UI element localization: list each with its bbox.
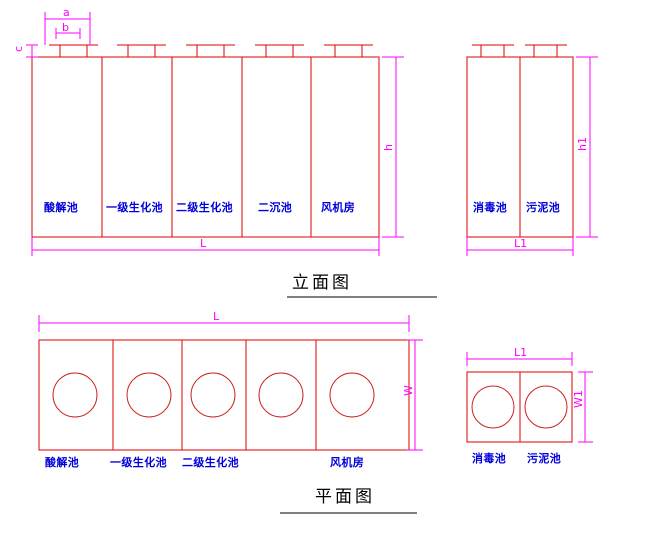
dimension-L1-plan	[466, 352, 573, 366]
elevation-main-outline	[31, 56, 380, 238]
dimension-b-label: b	[62, 21, 69, 34]
dimension-L1-elevation-label: L1	[514, 237, 527, 250]
elevation-secondary-zone-label-0: 消毒池	[473, 200, 507, 214]
elevation-hatch-2	[117, 44, 166, 57]
elevation-zone-label-0: 酸解池	[44, 200, 78, 214]
dimension-W1-plan-label: W1	[572, 390, 585, 408]
dimension-L-plan	[38, 315, 410, 332]
elevation-zone-label-4: 风机房	[321, 200, 355, 214]
dimension-c-label: c	[12, 46, 25, 52]
elevation-hatch-4	[255, 44, 304, 57]
dimension-L-elevation-label: L	[200, 237, 207, 250]
dimension-h-label: h	[382, 144, 395, 151]
dimension-a	[44, 12, 91, 45]
plan-secondary-unit: L1 W1 消毒池 污泥池	[466, 346, 593, 465]
plan-secondary-zone-label-0: 消毒池	[472, 451, 506, 465]
elevation-secondary-unit: h1 L1 消毒池 污泥池	[466, 44, 598, 256]
plan-zone-label-2: 二级生化池	[182, 455, 239, 469]
elevation-secondary-hatch-1	[472, 44, 514, 57]
plan-zone-label-3: 风机房	[330, 455, 364, 469]
elevation-view-title-group: 立面图	[287, 273, 437, 298]
dimension-h1-label: h1	[576, 137, 589, 151]
dimension-L1-elevation	[466, 237, 574, 256]
plan-view-title-group: 平面图	[280, 487, 417, 514]
dimension-L-elevation	[31, 237, 380, 256]
dimension-W-plan	[407, 339, 423, 451]
dimension-L-plan-label: L	[213, 310, 220, 323]
dimension-L1-plan-label: L1	[514, 346, 527, 359]
dimension-a-label: a	[63, 6, 70, 19]
plan-secondary-tank-circle-2	[524, 385, 568, 429]
elevation-main-unit: a b c h	[12, 6, 404, 256]
plan-secondary-zone-label-1: 污泥池	[527, 451, 561, 465]
elevation-secondary-hatch-2	[525, 44, 567, 57]
dimension-W-plan-label: W	[402, 385, 415, 396]
plan-zone-label-1: 一级生化池	[110, 455, 167, 469]
plan-tank-circle-1	[52, 372, 98, 418]
dimension-h1	[576, 56, 598, 238]
elevation-secondary-zone-label-1: 污泥池	[526, 200, 560, 214]
plan-secondary-tank-circle-1	[471, 385, 515, 429]
elevation-hatch-5	[324, 44, 373, 57]
plan-view-title: 平面图	[315, 487, 375, 507]
plan-main-unit: L W 酸解池 一级生化池 二级生化池 风机房	[38, 310, 423, 469]
plan-main-outline	[38, 339, 410, 451]
elevation-zone-label-3: 二沉池	[258, 200, 292, 214]
dimension-W1-plan	[578, 371, 593, 443]
elevation-view-title: 立面图	[292, 273, 352, 293]
dimension-c	[26, 44, 38, 58]
plan-zone-label-0: 酸解池	[45, 455, 79, 469]
plan-tank-circle-3	[190, 372, 236, 418]
dimension-h	[382, 56, 404, 238]
dimension-b	[55, 28, 81, 39]
plan-tank-circle-4	[258, 372, 304, 418]
plan-tank-circle-2	[126, 372, 172, 418]
elevation-hatch-3	[186, 44, 235, 57]
plan-tank-circle-5	[329, 372, 375, 418]
elevation-hatch-1	[49, 44, 98, 57]
elevation-zone-label-1: 一级生化池	[106, 200, 163, 214]
elevation-zone-label-2: 二级生化池	[176, 200, 233, 214]
